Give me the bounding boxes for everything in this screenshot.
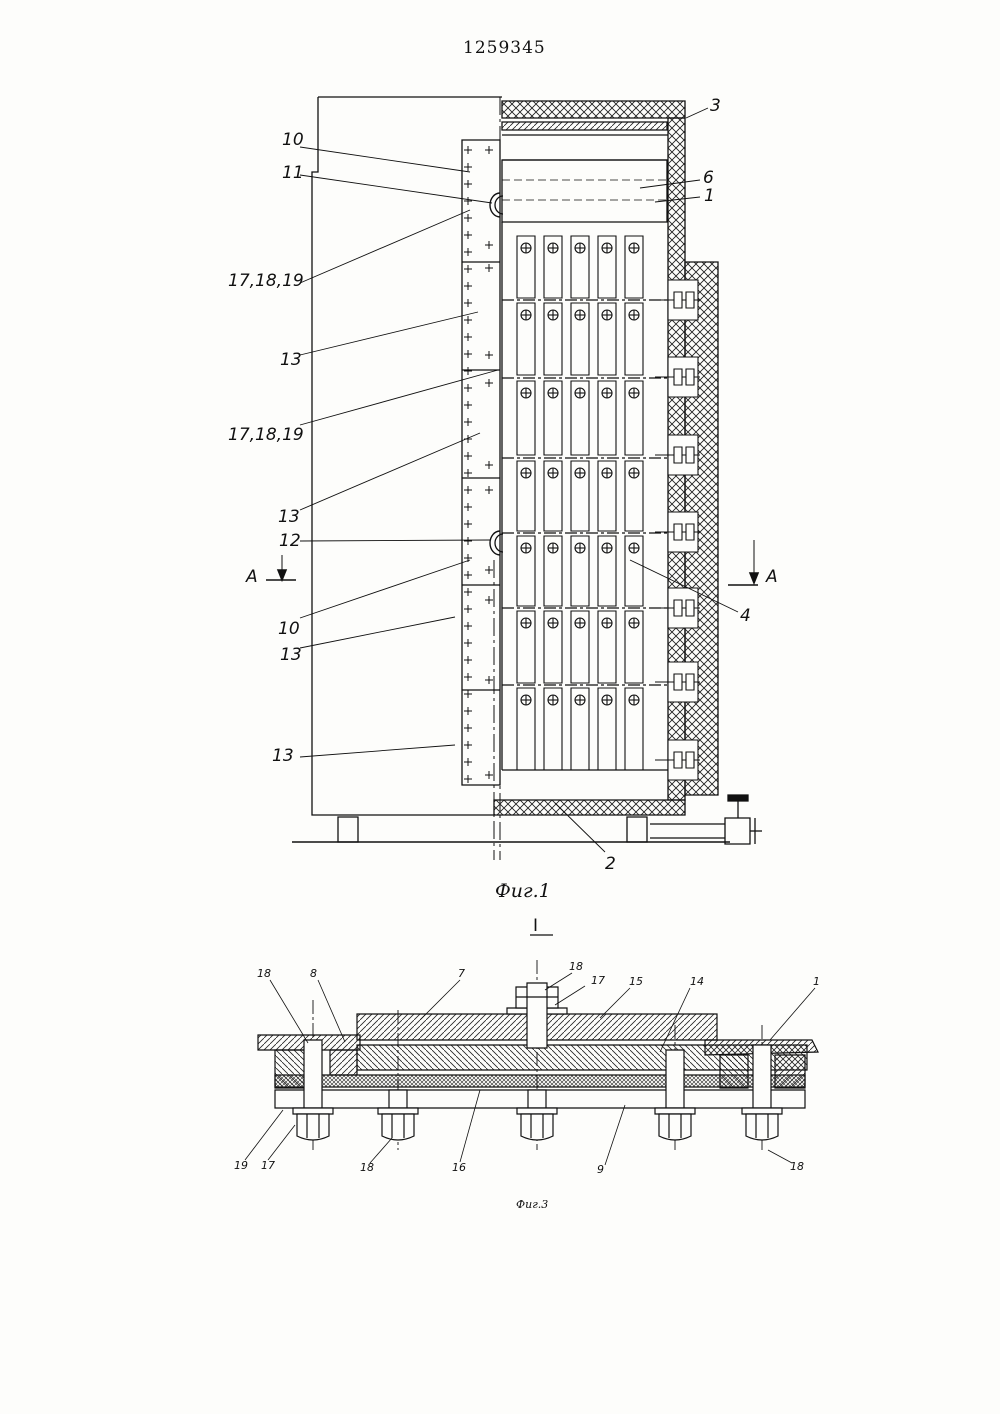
fig3-label-17-top: 17 [591,974,605,987]
fig3-label-19: 19 [234,1159,248,1172]
clamp-nut [686,292,694,308]
fig3-label-16: 16 [452,1161,466,1174]
bolt-shank [389,1090,407,1108]
bolt-shank [666,1050,684,1108]
bolt-washer [517,1108,557,1114]
label-13-lower: 13 [280,645,302,665]
label-13-mid: 13 [278,507,300,527]
label-2: 2 [605,854,616,874]
label-12: 12 [279,531,301,551]
fig3-label-18-right: 18 [790,1160,804,1173]
fig3-label-7: 7 [458,967,465,980]
label-10-lower: 10 [278,619,300,639]
clamp-nut [674,292,682,308]
clamp-nut [674,369,682,385]
fig3-label-18-top: 18 [569,960,583,973]
label-13-upper: 13 [280,350,302,370]
clamp-nut [686,674,694,690]
bolt-nut [297,1114,329,1140]
label-10-top: 10 [282,130,304,150]
bolt-nut [746,1114,778,1140]
bolt-shank [528,1090,546,1108]
clamp-nut [686,752,694,768]
bolt-washer [742,1108,782,1114]
fig3-label-14: 14 [690,975,704,988]
label-6: 6 [703,168,714,188]
bolt-shank [753,1045,771,1108]
figure-1-caption: Фиг.1 [495,880,551,902]
detail-mark: I [533,916,538,936]
clamp-nut [674,524,682,540]
fig3-label-18-left: 18 [257,967,271,980]
clamp-nut [686,600,694,616]
clamp-nut [674,447,682,463]
fig3-label-9: 9 [597,1163,604,1176]
fig3-label-17: 17 [261,1159,275,1172]
section-letter-right: A [766,567,778,587]
section-letter-left: A [246,567,258,587]
figure-3-caption: Фиг.3 [516,1198,548,1211]
bolt-nut [382,1114,414,1140]
clamp-nut [674,600,682,616]
label-13-bottom: 13 [272,746,294,766]
label-17-18-19-upper: 17,18,19 [228,271,304,291]
bolt-nut [659,1114,691,1140]
bolt-shank [304,1040,322,1108]
plates-grid [517,236,643,770]
bolt-nut [521,1114,553,1140]
label-3: 3 [710,96,721,116]
fig3-label-1: 1 [813,975,820,988]
label-17-18-19-lower: 17,18,19 [228,425,304,445]
fig3-label-18-mid: 18 [360,1161,374,1174]
figure-1 [292,97,730,860]
strip-bolt-marks [464,146,493,783]
bolt-washer [378,1108,418,1114]
clamp-nut [674,752,682,768]
label-11: 11 [282,163,304,183]
fig3-label-8: 8 [310,967,317,980]
label-1: 1 [704,186,715,206]
fig3-label-15: 15 [629,975,643,988]
clamp-nut [686,524,694,540]
bolt-washer [655,1108,695,1114]
top-bolt-shank [527,983,547,1048]
bolt-washer [293,1108,333,1114]
clamp-nut [686,369,694,385]
clamp-nut [674,674,682,690]
label-4: 4 [740,606,751,626]
clamp-nut [686,447,694,463]
